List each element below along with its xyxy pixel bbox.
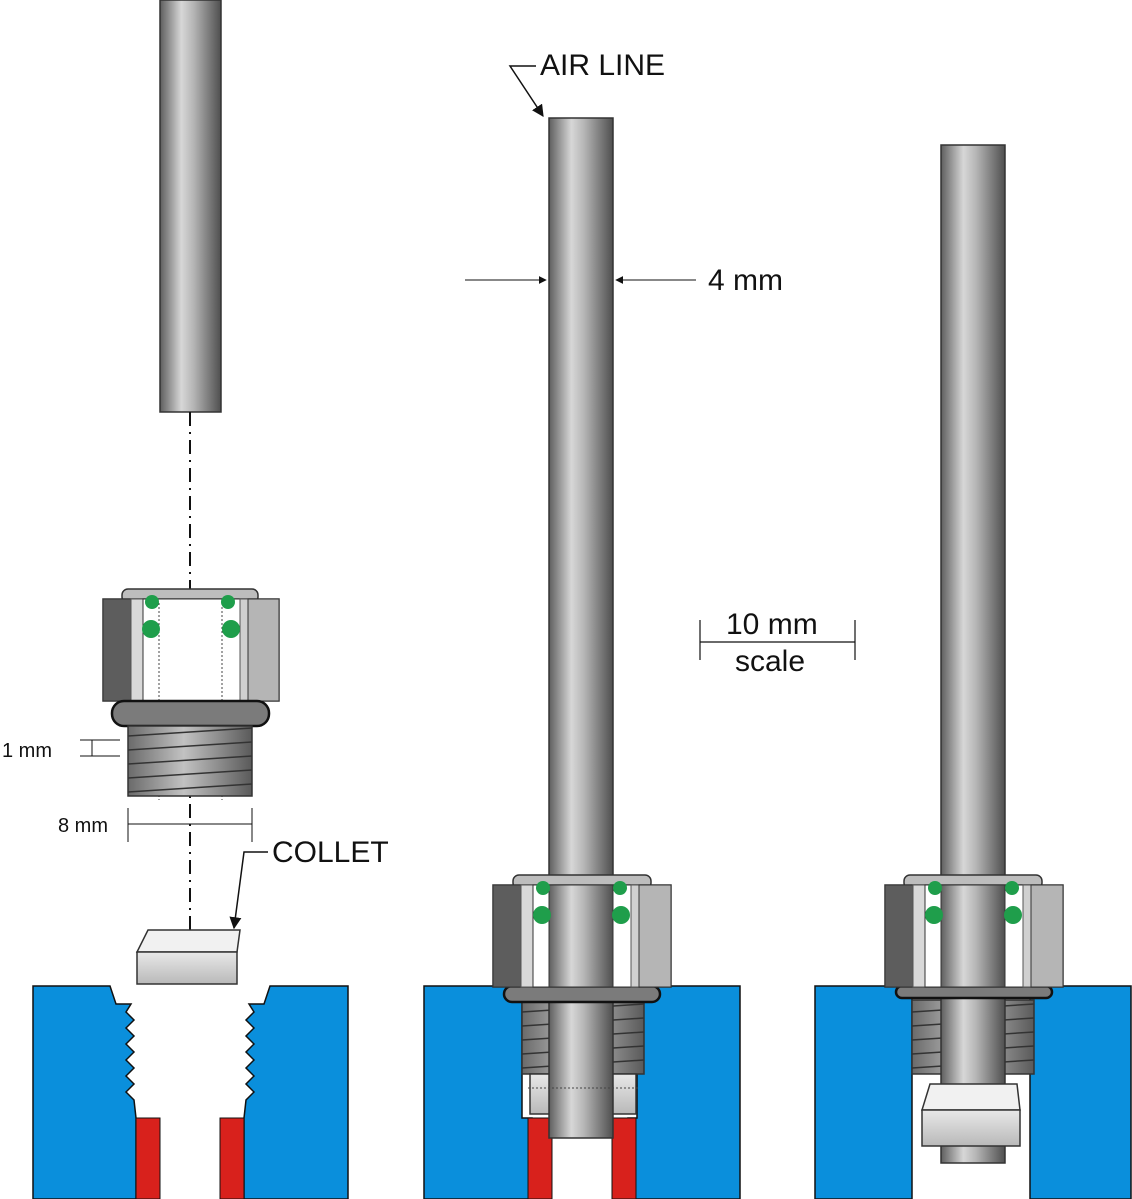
middle-assembly: AIR LINE 4 mm 10 mm scale xyxy=(423,49,856,1199)
scale-bar xyxy=(699,620,856,660)
pitch-label: 1 mm xyxy=(2,740,52,762)
middle-o-rings xyxy=(533,881,630,924)
left-o-rings xyxy=(142,595,240,638)
collet-label: COLLET xyxy=(272,836,389,869)
right-air-line-tube xyxy=(940,144,1006,1164)
right-assembly xyxy=(814,144,1132,1199)
left-seals xyxy=(135,1117,245,1199)
scale-value-label: 10 mm xyxy=(726,608,818,641)
thread-diameter-dimension xyxy=(127,808,253,842)
middle-hex-nut xyxy=(492,884,672,988)
pitch-dimension xyxy=(80,739,120,757)
left-collet xyxy=(135,929,241,985)
right-hex-nut xyxy=(884,884,1064,988)
scale-word-label: scale xyxy=(735,645,805,678)
right-washer xyxy=(894,984,1054,1000)
middle-seals xyxy=(527,1117,637,1199)
left-assembly: 1 mm 8 mm COLLET xyxy=(2,0,389,1199)
left-washer xyxy=(110,699,271,728)
thread-diameter-label: 8 mm xyxy=(58,815,108,837)
collet-leader xyxy=(229,851,268,930)
middle-washer xyxy=(502,984,662,1004)
air-line-leader xyxy=(508,65,544,118)
left-hex-nut xyxy=(102,598,280,800)
left-port-block xyxy=(32,985,349,1199)
middle-port-block xyxy=(423,985,741,1199)
right-o-rings xyxy=(925,881,1022,924)
left-air-line-tube xyxy=(159,0,222,413)
left-thread xyxy=(127,725,253,797)
tube-width-label: 4 mm xyxy=(708,264,783,297)
air-line-label: AIR LINE xyxy=(540,49,665,82)
right-collet xyxy=(920,1083,1021,1147)
